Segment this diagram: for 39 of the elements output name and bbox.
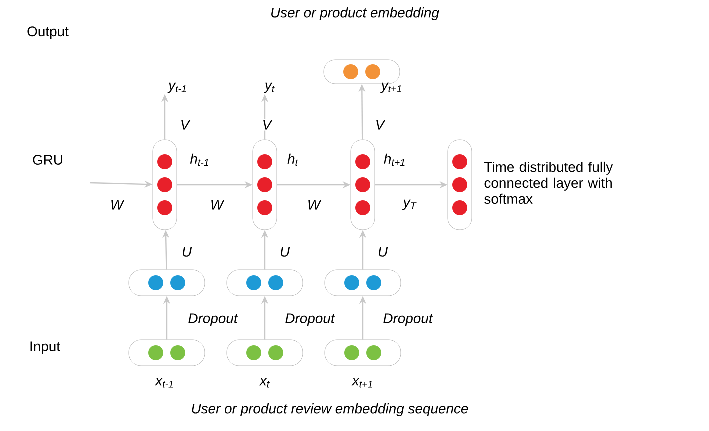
neuron-layer-drawing	[252, 140, 278, 230]
edge-label: W	[209, 199, 225, 211]
caption-text: User or product embedding	[272, 8, 440, 20]
state-label: h$_{t}$	[288, 154, 298, 166]
state-label: h$_{t-1}$	[190, 154, 209, 166]
neuron-layer-drawing	[152, 140, 178, 230]
edge-label: Dropout	[382, 312, 434, 328]
neuron-layer-drawing	[324, 60, 400, 84]
edge-label: Dropout	[187, 312, 239, 328]
state-label: h$_{t+1}$	[384, 154, 405, 166]
output-label: y$_{t}$	[264, 82, 275, 94]
state-label: x$_{t}$	[259, 378, 270, 388]
neuron-layer-drawing	[448, 140, 472, 230]
edge-label: U	[180, 246, 194, 258]
row-label: GRU	[33, 155, 62, 165]
neuron-layer-drawing	[324, 270, 402, 296]
edge-label: W	[306, 199, 322, 211]
edge-label: V	[261, 119, 273, 131]
neuron-layer-drawing	[324, 340, 402, 366]
edge-label: W	[109, 199, 125, 211]
neuron-layer-drawing	[350, 140, 376, 230]
row-label: Input	[30, 342, 60, 354]
neuron-layer-drawing	[226, 270, 304, 296]
neuron-layer-drawing	[128, 340, 206, 366]
state-label: x$_{t+1}$	[352, 378, 372, 388]
caption-text: User or product review embedding sequence	[192, 404, 468, 416]
neuron-layer-drawing	[226, 340, 304, 366]
output-label: y$_{t-1}$	[168, 82, 186, 94]
caption-text: Time distributed fully connected layer with softmax	[484, 162, 614, 204]
state-label: x$_{t-1}$	[155, 378, 174, 388]
row-label: Output	[28, 26, 69, 40]
edge-label: U	[376, 246, 390, 258]
state-label: y$_{t+1}$	[380, 82, 402, 94]
edge-label: V	[374, 119, 386, 131]
edge-label: V	[179, 119, 191, 131]
neuron-layer-drawing	[128, 270, 206, 296]
edge-label: U	[278, 246, 292, 258]
edge-label: y$_{T}$	[402, 198, 418, 212]
edge-label: Dropout	[284, 312, 336, 328]
